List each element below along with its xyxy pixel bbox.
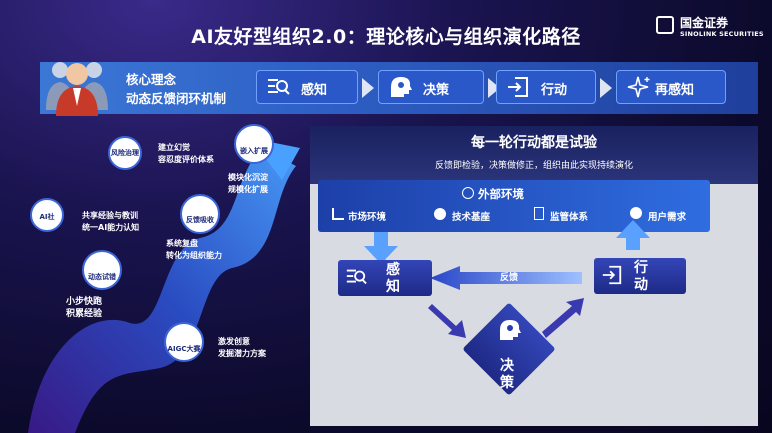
node-decide-label: 决策 — [500, 358, 514, 391]
login-arrow-icon — [508, 77, 528, 97]
step-label: 决策 — [423, 83, 450, 98]
evolution-path — [28, 138, 300, 433]
stage-line: 小步快跑 — [66, 297, 103, 307]
stage-line: 共享经验与教训 — [82, 211, 138, 220]
brain-head-icon — [391, 77, 412, 97]
badge-label: AI社 — [39, 213, 55, 221]
arrow-icon — [600, 78, 612, 98]
company-logo: 国金证券 SINOLINK SECURITIES — [656, 14, 766, 44]
ext-item-users: 用户需求 — [648, 212, 687, 223]
step-label: 行动 — [541, 83, 568, 98]
stage-line: 统一AI能力认知 — [82, 223, 140, 232]
node-perceive — [338, 260, 432, 296]
feedback-label: 反馈 — [500, 273, 519, 283]
badge-label: 风险治理 — [111, 149, 139, 157]
ai-community-badge — [30, 198, 64, 232]
risk-governance-badge — [108, 136, 142, 170]
external-env-box — [318, 180, 710, 232]
ext-item-regulation: 监管体系 — [550, 212, 589, 223]
step-label: 感知 — [301, 83, 328, 98]
step-act: 行动 — [496, 70, 596, 104]
user-smile-icon — [630, 207, 642, 219]
logo-en: SINOLINK SECURITIES — [680, 30, 764, 38]
stage-line: 模块化沉淀 — [228, 173, 268, 182]
chart-icon — [332, 208, 344, 220]
node-act-label: 行动 — [634, 260, 648, 293]
loop-arrows — [364, 220, 650, 338]
core-line1: 核心理念 — [126, 72, 177, 87]
stage-text: 系统复盘转化为组织能力 — [166, 238, 222, 262]
login-arrow-icon — [602, 265, 622, 285]
feedback-absorb-badge — [180, 194, 220, 234]
embed-expand-badge — [234, 124, 274, 164]
core-line2: 动态反馈闭环机制 — [126, 91, 227, 106]
stage-line: 容忍度评价体系 — [158, 155, 214, 164]
node-perceive-label: 感知 — [386, 262, 400, 295]
tech-icon — [434, 208, 446, 220]
step-label: 再感知 — [655, 83, 695, 98]
stage-line: 积累经验 — [66, 309, 103, 319]
node-act — [594, 258, 686, 294]
external-env-title: 外部环境 — [478, 187, 524, 201]
aigc-contest-badge — [164, 322, 204, 362]
stage-text: 模块化沉淀规模化扩展 — [228, 172, 268, 196]
core-concept: 核心理念 动态反馈闭环机制 — [126, 70, 226, 108]
ext-item-tech: 技术基座 — [452, 212, 491, 223]
badge-label: 反馈吸收 — [186, 216, 214, 224]
stage-text: 共享经验与教训统一AI能力认知 — [82, 210, 139, 234]
dynamic-trial-badge — [82, 250, 122, 290]
step-perceive: 感知 — [256, 70, 358, 104]
badge-label: 嵌入扩展 — [240, 147, 268, 155]
sparkle-icon — [627, 76, 650, 98]
stage-line: 发掘潜力方案 — [218, 349, 266, 358]
ext-item-market: 市场环境 — [348, 212, 387, 223]
logo-mark-icon — [656, 16, 674, 34]
globe-icon — [462, 187, 474, 199]
stage-line: 规模化扩展 — [228, 185, 268, 194]
stage-line: 转化为组织能力 — [166, 251, 222, 260]
brain-head-icon — [500, 320, 521, 340]
badge-label: AIGC大赛 — [167, 345, 201, 353]
arrow-icon — [362, 78, 374, 98]
badge-label: 动态试错 — [88, 273, 116, 281]
perceive-icon — [268, 79, 290, 95]
stage-line: 激发创意 — [218, 337, 250, 346]
people-group-icon — [46, 62, 108, 116]
stage-line: 系统复盘 — [166, 239, 198, 248]
logo-cn: 国金证券 — [680, 16, 729, 30]
stage-text: 小步快跑积累经验 — [66, 296, 102, 320]
step-reperceive: 再感知 — [616, 70, 726, 104]
perceive-icon — [346, 269, 367, 285]
panel-header — [310, 126, 758, 184]
stage-text: 建立幻觉容忍度评价体系 — [158, 142, 214, 166]
document-icon — [534, 207, 544, 220]
step-decide: 决策 — [378, 70, 484, 104]
panel-subtitle: 反馈即检验，决策做修正，组织由此实现持续演化 — [434, 161, 633, 171]
panel-title: 每一轮行动都是试验 — [471, 135, 597, 151]
page-title: AI友好型组织2.0：理论核心与组织演化路径 — [191, 26, 581, 48]
stage-line: 建立幻觉 — [158, 143, 190, 152]
stage-text: 激发创意发掘潜力方案 — [218, 336, 266, 360]
